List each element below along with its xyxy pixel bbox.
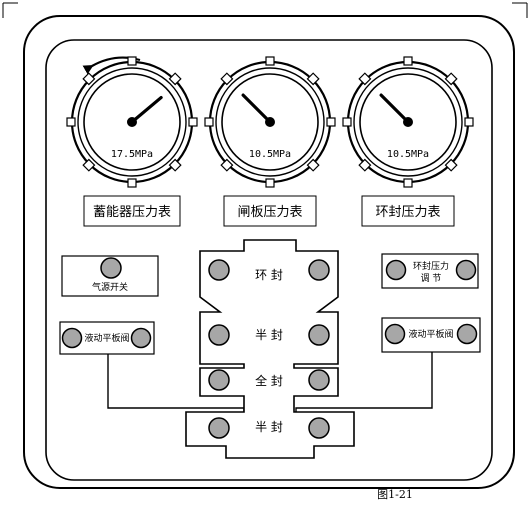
blind-ram-open-button[interactable] — [308, 369, 330, 391]
annular-regulator-decrease-button[interactable] — [385, 259, 407, 281]
gauge-bolt — [127, 56, 137, 66]
gauge-label-accumulator-text: 蓄能器压力表 — [93, 205, 171, 220]
gauge-label-accumulator: 蓄能器压力表 — [83, 195, 181, 227]
gauge-bolt — [265, 56, 275, 66]
gauge-needle — [130, 95, 163, 124]
stack-label-annular: 环 封 — [255, 268, 283, 282]
pipe-ram-lower-close-button[interactable] — [208, 417, 230, 439]
gauge-reading-ram: 10.5MPa — [249, 149, 291, 160]
gauge-bolt — [204, 117, 214, 127]
gauges-layer: 17.5MPa 10.5MPa 10.5MPa — [66, 56, 474, 188]
hydraulic-valve-left-panel: 液动平板阀 — [59, 321, 155, 355]
gauge-accumulator: 17.5MPa — [66, 56, 198, 188]
panel-inner-frame — [45, 39, 493, 481]
annular-regulator-panel: 环封压力 调 节 — [381, 253, 479, 289]
figure-label: 图1-21 — [377, 488, 413, 501]
pipe-ram-upper-open-button[interactable] — [308, 324, 330, 346]
gauge-bolt — [444, 72, 458, 86]
gauge-bolt — [220, 72, 234, 86]
pipe-ram-lower-open-button[interactable] — [308, 417, 330, 439]
gauge-bolt — [127, 178, 137, 188]
hydraulic-valve-right-open-button[interactable] — [456, 323, 478, 345]
gauge-bezel-inner — [353, 67, 463, 177]
gauge-bolt — [464, 117, 474, 127]
gauge-bezel-inner — [215, 67, 325, 177]
hydraulic-valve-left-open-button[interactable] — [130, 327, 152, 349]
gauge-ram: 10.5MPa — [204, 56, 336, 188]
stack-label-blind-ram: 全 封 — [255, 373, 283, 388]
gauge-bolt — [168, 158, 182, 172]
stack-label-pipe-ram-upper: 半 封 — [255, 328, 283, 342]
hydraulic-valve-right-label: 液动平板阀 — [408, 328, 453, 340]
gauge-bolt — [306, 158, 320, 172]
gauge-pivot — [127, 117, 137, 127]
gauge-reading-annular: 10.5MPa — [387, 149, 429, 160]
gauge-label-ram: 闸板压力表 — [223, 195, 317, 227]
pipe-ram-upper-close-button[interactable] — [208, 324, 230, 346]
gauge-bolt — [326, 117, 336, 127]
pipe-ram-upper-control — [208, 324, 330, 346]
panel-outer-frame — [23, 15, 515, 489]
hydraulic-valve-left-label: 液动平板阀 — [84, 332, 129, 344]
gauge-bolt — [306, 72, 320, 86]
gauge-bolt — [66, 117, 76, 127]
pipe-ram-lower-control — [208, 417, 330, 439]
hydraulic-valve-right-close-button[interactable] — [384, 323, 406, 345]
gauge-label-ram-text: 闸板压力表 — [237, 205, 302, 220]
annular-regulator-label-line2: 调 节 — [421, 273, 442, 284]
gauge-bolt — [358, 72, 372, 86]
gauge-label-annular: 环封压力表 — [361, 195, 455, 227]
gauge-needle — [379, 93, 410, 124]
gauge-annular: 10.5MPa — [342, 56, 474, 188]
gauge-label-annular-text: 环封压力表 — [375, 205, 440, 220]
gauge-bolt — [265, 178, 275, 188]
corner-marks — [2, 2, 528, 18]
gauge-bezel-inner — [77, 67, 187, 177]
gauge-bolt — [188, 117, 198, 127]
gauge-pivot — [403, 117, 413, 127]
gauge-bolt — [403, 178, 413, 188]
hydraulic-valve-right-panel: 液动平板阀 — [381, 317, 481, 353]
stack-label-pipe-ram-lower: 半 封 — [255, 420, 283, 434]
gauge-pivot — [265, 117, 275, 127]
annular-regulator-label-line1: 环封压力 — [413, 260, 449, 272]
gauge-bolt — [82, 158, 96, 172]
annular-control — [208, 259, 330, 281]
gauge-bolt — [444, 158, 458, 172]
hydraulic-valve-left-close-button[interactable] — [61, 327, 83, 349]
blind-ram-control — [208, 369, 330, 391]
air-switch-panel: 气源开关 — [61, 255, 159, 297]
annular-open-button[interactable] — [308, 259, 330, 281]
gauge-bolt — [220, 158, 234, 172]
gauge-bolt — [403, 56, 413, 66]
gauge-bolt — [358, 158, 372, 172]
air-switch-button[interactable] — [100, 257, 122, 279]
gauge-bolt — [82, 72, 96, 86]
gauge-bolt — [342, 117, 352, 127]
gauge-needle — [241, 93, 272, 124]
air-switch-label: 气源开关 — [92, 281, 128, 293]
blind-ram-close-button[interactable] — [208, 369, 230, 391]
annular-regulator-increase-button[interactable] — [455, 259, 477, 281]
bop-stack-body — [185, 239, 355, 459]
annular-close-button[interactable] — [208, 259, 230, 281]
gauge-reading-accumulator: 17.5MPa — [111, 149, 153, 160]
gauge-bolt — [168, 72, 182, 86]
